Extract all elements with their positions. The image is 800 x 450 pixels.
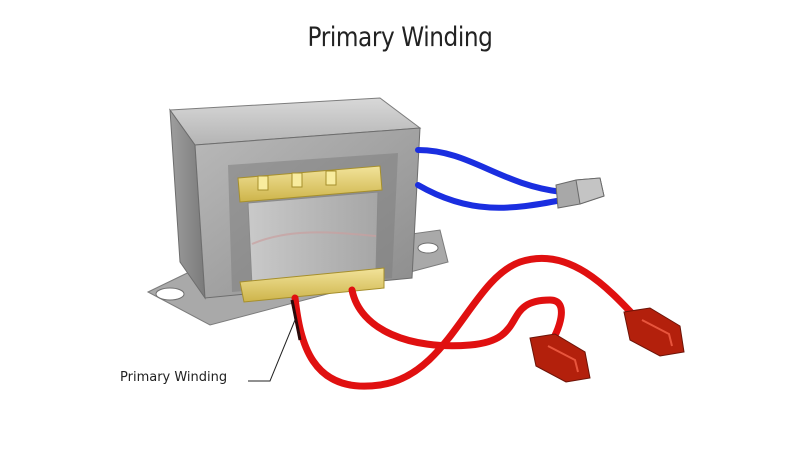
callout-leader-line <box>248 319 296 382</box>
spade-terminal-icon <box>529 333 591 383</box>
primary-winding-callout: Primary Winding <box>120 370 228 385</box>
secondary-leads-icon <box>415 147 605 211</box>
bobbin-icon <box>237 165 385 303</box>
diagram-title: Primary Winding <box>307 22 493 53</box>
mounting-hole-left <box>155 287 185 301</box>
spade-terminal-icon <box>623 307 685 357</box>
mounting-hole-right <box>417 242 439 254</box>
secondary-connector-icon <box>555 177 605 209</box>
primary-leads-icon <box>290 254 644 390</box>
